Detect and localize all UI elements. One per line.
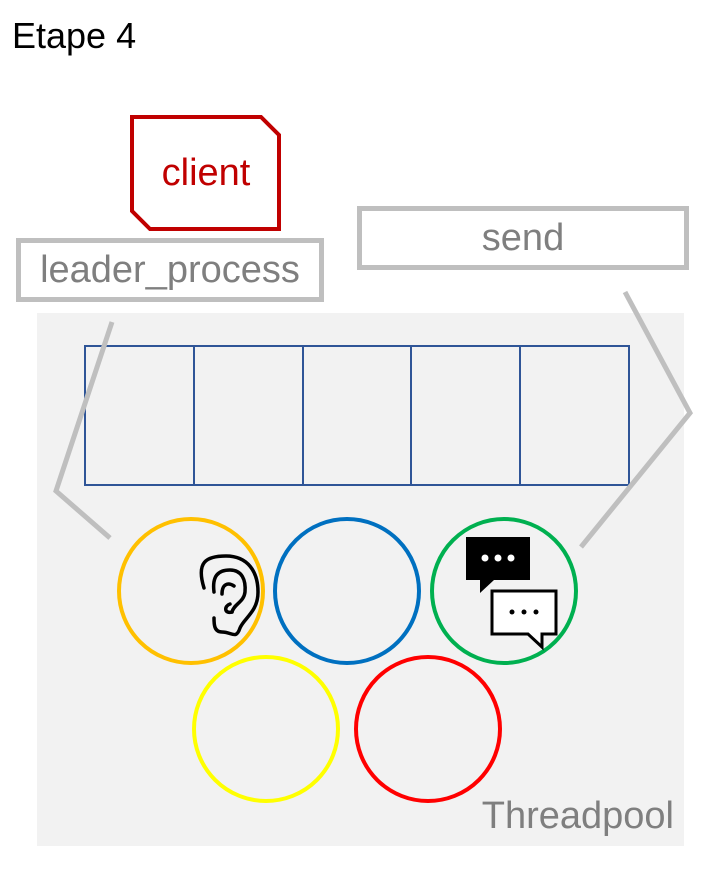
leader-process-box: leader_process xyxy=(16,238,324,302)
threadpool-label: Threadpool xyxy=(481,795,674,837)
thread-yellow xyxy=(192,655,340,803)
client-label: client xyxy=(161,152,251,194)
queue-slot xyxy=(195,347,304,484)
thread-blue xyxy=(273,517,421,665)
leader-connector xyxy=(53,321,115,540)
leader-process-label: leader_process xyxy=(40,248,300,291)
ear-icon xyxy=(199,554,260,637)
task-queue xyxy=(84,345,630,486)
send-connector xyxy=(579,290,693,549)
thread-red xyxy=(354,655,502,803)
thread-green xyxy=(430,517,578,665)
queue-slot xyxy=(412,347,522,484)
chat-bubbles-icon xyxy=(466,537,558,651)
send-label: send xyxy=(481,216,565,259)
client-shape xyxy=(130,115,281,231)
queue-slot xyxy=(304,347,413,484)
send-box: send xyxy=(357,206,689,270)
queue-slot xyxy=(86,347,195,484)
step-title: Etape 4 xyxy=(12,15,137,56)
thread-orange xyxy=(117,517,265,665)
